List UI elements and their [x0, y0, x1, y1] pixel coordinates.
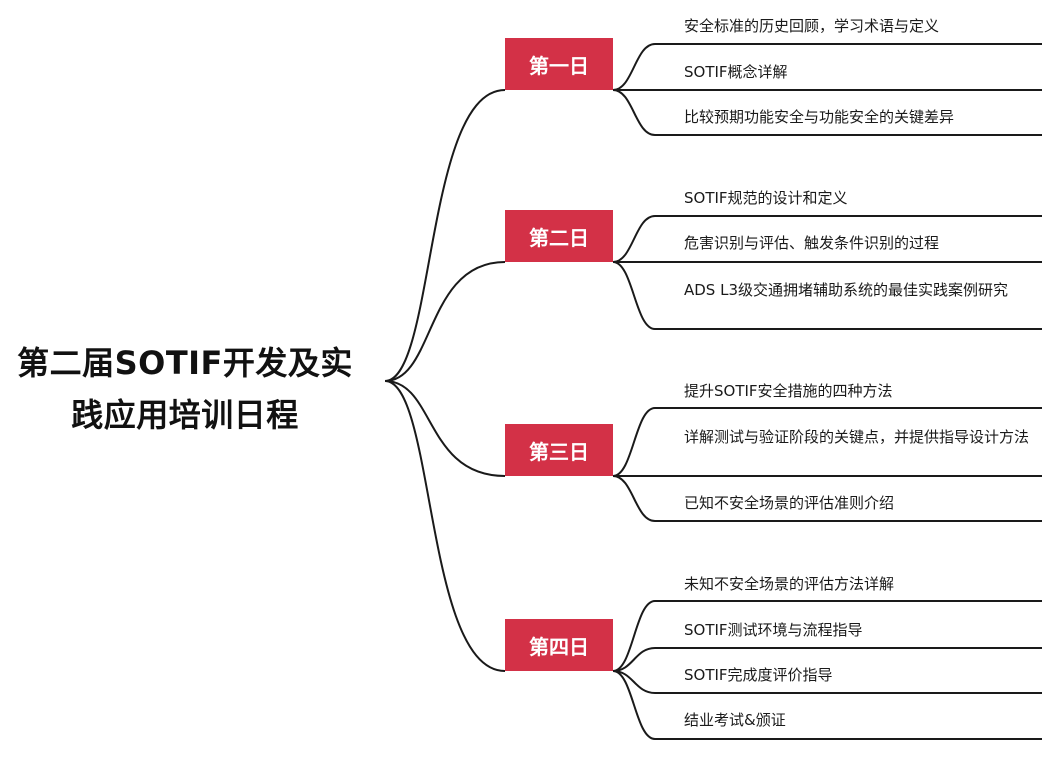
day-4-box: 第四日 [505, 619, 613, 671]
day-2-topic-3: ADS L3级交通拥堵辅助系统的最佳实践案例研究 [684, 281, 1009, 299]
day-4-topic-2-connector [612, 647, 1042, 672]
day-3-topic-2: 详解测试与验证阶段的关键点，并提供指导设计方法 [684, 428, 1030, 446]
day-3-topic-1: 提升SOTIF安全措施的四种方法 [684, 382, 893, 400]
root-to-day-2-connector [384, 261, 506, 382]
day-4-topic-1: 未知不安全场景的评估方法详解 [684, 575, 895, 593]
day-4-topic-4-connector [612, 670, 1042, 740]
root-title: 第二届SOTIF开发及实践应用培训日程 [17, 344, 353, 434]
day-1-topic-1: 安全标准的历史回顾，学习术语与定义 [684, 17, 940, 35]
day-3-topic-3-connector [612, 475, 1042, 522]
day-1-box: 第一日 [505, 38, 613, 90]
root-to-day-3-connector [384, 380, 506, 477]
day-3-topic-1-connector [612, 407, 1042, 477]
day-4-topic-3: SOTIF完成度评价指导 [684, 666, 833, 684]
day-2-box: 第二日 [505, 210, 613, 262]
root-to-day-1-connector [384, 89, 506, 382]
day-4-topic-4: 结业考试&颁证 [684, 711, 786, 729]
day-4-topic-1-connector [612, 600, 1042, 672]
day-1-topic-3: 比较预期功能安全与功能安全的关键差异 [684, 108, 955, 126]
day-2-topic-1-connector [612, 215, 1042, 263]
day-2-topic-2: 危害识别与评估、触发条件识别的过程 [684, 234, 940, 252]
day-1-topic-3-connector [612, 89, 1042, 136]
day-4-topic-3-connector [612, 670, 1042, 694]
day-3-topic-3: 已知不安全场景的评估准则介绍 [684, 494, 895, 512]
day-3-box: 第三日 [505, 424, 613, 476]
day-1-topic-2: SOTIF概念详解 [684, 63, 788, 81]
day-4-topic-2: SOTIF测试环境与流程指导 [684, 621, 863, 639]
day-2-topic-1: SOTIF规范的设计和定义 [684, 189, 848, 207]
day-1-topic-1-connector [612, 43, 1042, 91]
day-2-topic-3-connector [612, 261, 1042, 330]
root-to-day-4-connector [384, 380, 506, 672]
